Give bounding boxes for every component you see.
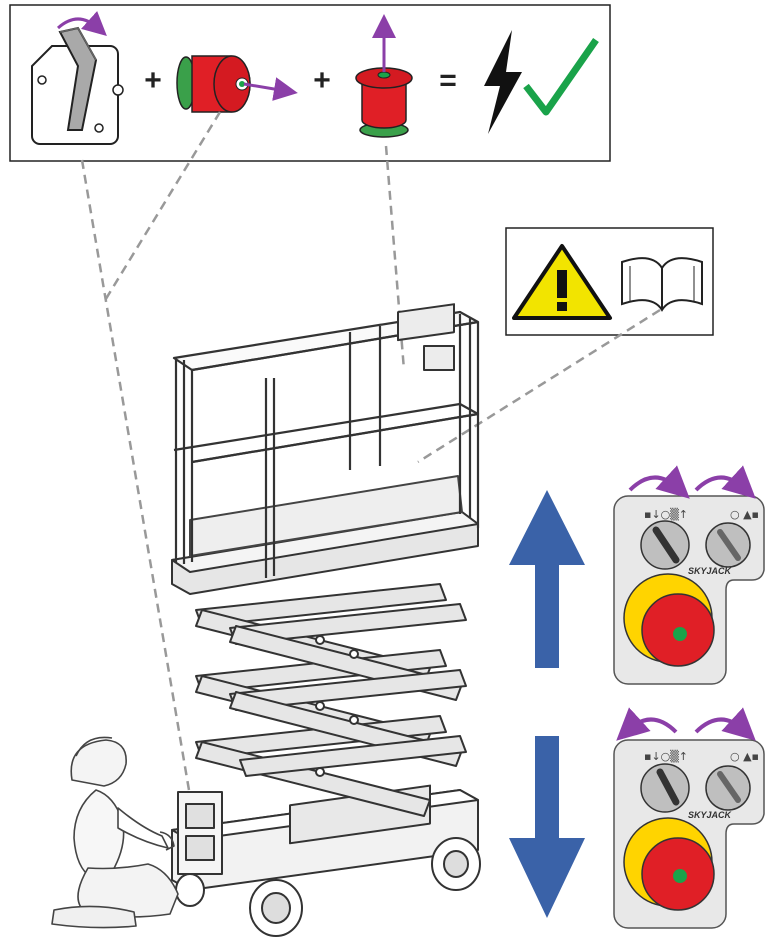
plus-sign-1: +	[144, 64, 162, 97]
down-arrow-icon	[509, 736, 585, 918]
emergency-stop-pull-icon	[176, 55, 298, 113]
wheels	[175, 837, 481, 937]
scissor-lift	[171, 303, 481, 937]
power-check-icon	[484, 30, 599, 134]
mode-symbol: ▪↓○▒↑	[644, 507, 688, 521]
warning-panel	[505, 227, 714, 336]
rotate-arrow-icon	[628, 465, 690, 499]
operator-figure	[51, 736, 179, 929]
rotate-arrow-icon	[616, 707, 678, 741]
manual-book-icon	[621, 257, 703, 312]
plus-sign-2: +	[313, 64, 331, 97]
warning-triangle-icon	[512, 244, 612, 320]
brand-label: SKYJACK	[688, 810, 733, 820]
emergency-stop-button[interactable]	[623, 817, 715, 911]
mode-symbol: ○ ▲▪	[730, 750, 759, 763]
mode-symbol: ○ ▲▪	[730, 508, 759, 521]
equals-sign: =	[439, 64, 457, 97]
sequence-panel: + + =	[9, 4, 611, 162]
platform-control-box	[397, 303, 455, 371]
rotate-arrow-icon	[694, 707, 756, 741]
brand-label: SKYJACK	[688, 566, 733, 576]
up-arrow-icon	[509, 490, 585, 668]
emergency-stop-lift-icon	[355, 14, 413, 138]
rotate-arrow-icon	[694, 465, 756, 499]
key-switch-icon	[31, 11, 124, 145]
control-panel-up: ▪↓○▒↑ ○ ▲▪ SKYJACK	[613, 465, 765, 685]
control-panel-down: ▪↓○▒↑ ○ ▲▪ SKYJACK	[613, 707, 765, 929]
emergency-stop-button[interactable]	[623, 573, 715, 667]
scissor-arms	[195, 583, 467, 817]
mode-symbol: ▪↓○▒↑	[644, 749, 688, 763]
